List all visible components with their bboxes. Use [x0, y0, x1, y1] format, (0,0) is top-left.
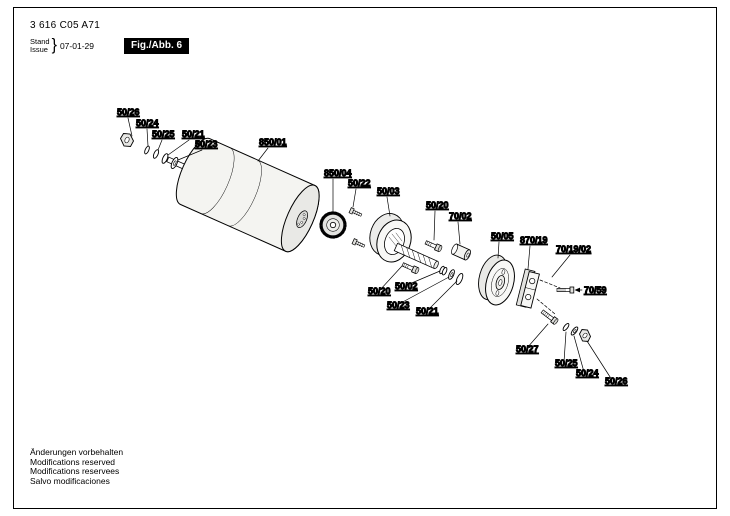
leader-line	[551, 254, 571, 278]
leader-line	[573, 335, 585, 373]
part-label: 50/24	[136, 118, 159, 128]
part-label: 850/04	[324, 168, 352, 178]
part-label: 50/26	[605, 376, 628, 386]
leader-line	[433, 210, 436, 241]
part-label: 50/21	[416, 306, 439, 316]
issue-label: Issue	[30, 45, 48, 54]
leader-line	[257, 147, 269, 162]
leader-line	[527, 245, 531, 270]
notice-es: Salvo modificaciones	[30, 475, 110, 486]
front-fastener-chain	[119, 133, 179, 170]
washer-front-3	[161, 153, 169, 164]
part-label: 70/59	[584, 285, 607, 295]
part-label: 50/26	[117, 107, 140, 117]
leader-line	[563, 331, 567, 363]
part-label: 50/02	[395, 281, 418, 291]
part-label: 50/25	[152, 129, 175, 139]
leader-line	[177, 149, 203, 161]
brush-holder-bracket	[515, 268, 540, 309]
footer-notices: Änderungen vorbehalten Modifications res…	[30, 447, 124, 486]
part-label: 70/02	[449, 211, 472, 221]
part-label: 50/03	[377, 186, 400, 196]
leader-line	[398, 276, 450, 305]
leader-line	[406, 270, 441, 286]
leader-line	[526, 323, 549, 349]
part-label: 50/23	[195, 139, 218, 149]
part-label: 50/20	[426, 200, 449, 210]
part-label: 50/23	[387, 300, 410, 310]
leader-line	[427, 280, 458, 311]
part-label: 50/27	[516, 344, 539, 354]
leader-line	[352, 188, 357, 208]
stand-issue-labels: Stand Issue	[30, 38, 50, 54]
leader-line	[167, 139, 190, 156]
brace-glyph: }	[51, 36, 57, 55]
rear-fastener-chain	[540, 309, 591, 342]
leader-line	[127, 117, 133, 137]
washer-front-2	[152, 149, 160, 159]
issue-block: Stand Issue } 07-01-29 Fig./Abb. 6	[30, 36, 190, 55]
issue-date: 07-01-29	[59, 41, 94, 51]
part-label: 50/21	[182, 129, 205, 139]
part-label: 50/24	[576, 368, 599, 378]
bearing-ring	[369, 213, 412, 263]
leader-line	[497, 241, 500, 259]
arrow-70-59	[574, 287, 580, 293]
screw-rear	[540, 309, 559, 325]
leader-line	[386, 196, 391, 217]
armature-cylinder	[166, 137, 320, 253]
figure-badge: Fig./Abb. 6	[123, 38, 190, 54]
washer-rear-1	[562, 323, 570, 331]
stand-label: Stand	[30, 37, 50, 46]
notice-de: Änderungen vorbehalten	[30, 447, 124, 457]
bolt-lower	[401, 262, 420, 275]
leader-line	[379, 265, 403, 291]
knurled-shaft	[393, 242, 439, 270]
washer-cluster	[439, 265, 464, 286]
part-label: 50/05	[491, 231, 514, 241]
part-label: 870/19	[520, 235, 548, 245]
hex-nut-rear	[578, 329, 591, 342]
part-label: 50/25	[555, 358, 578, 368]
leader-line	[586, 340, 613, 381]
hex-nut-front	[119, 133, 135, 147]
part-label: 50/22	[348, 178, 371, 188]
set-screw-upper	[348, 207, 363, 217]
leader-line	[157, 139, 163, 151]
screw-70-59	[556, 286, 575, 294]
part-label: 70/19/02	[556, 244, 591, 254]
washer-front-4	[170, 156, 179, 170]
document-number: 3 616 C05 A71	[30, 20, 101, 31]
part-label: 850/01	[259, 137, 287, 147]
leader-line	[457, 221, 461, 245]
part-label: 50/20	[368, 286, 391, 296]
coupling	[451, 243, 471, 261]
assembly-dash-lower	[536, 298, 556, 315]
notice-fr: Modifications reservees	[30, 466, 120, 477]
leader-line	[146, 128, 149, 147]
washer-rear-2	[570, 326, 579, 336]
set-screw-lower	[351, 238, 366, 248]
fan-disc	[478, 254, 515, 306]
assembly-dash-upper	[539, 279, 561, 289]
bolt-upper	[424, 240, 443, 253]
washer-front-1	[144, 145, 150, 155]
drive-gear	[319, 211, 347, 239]
notice-en: Modifications reserved	[30, 456, 116, 467]
